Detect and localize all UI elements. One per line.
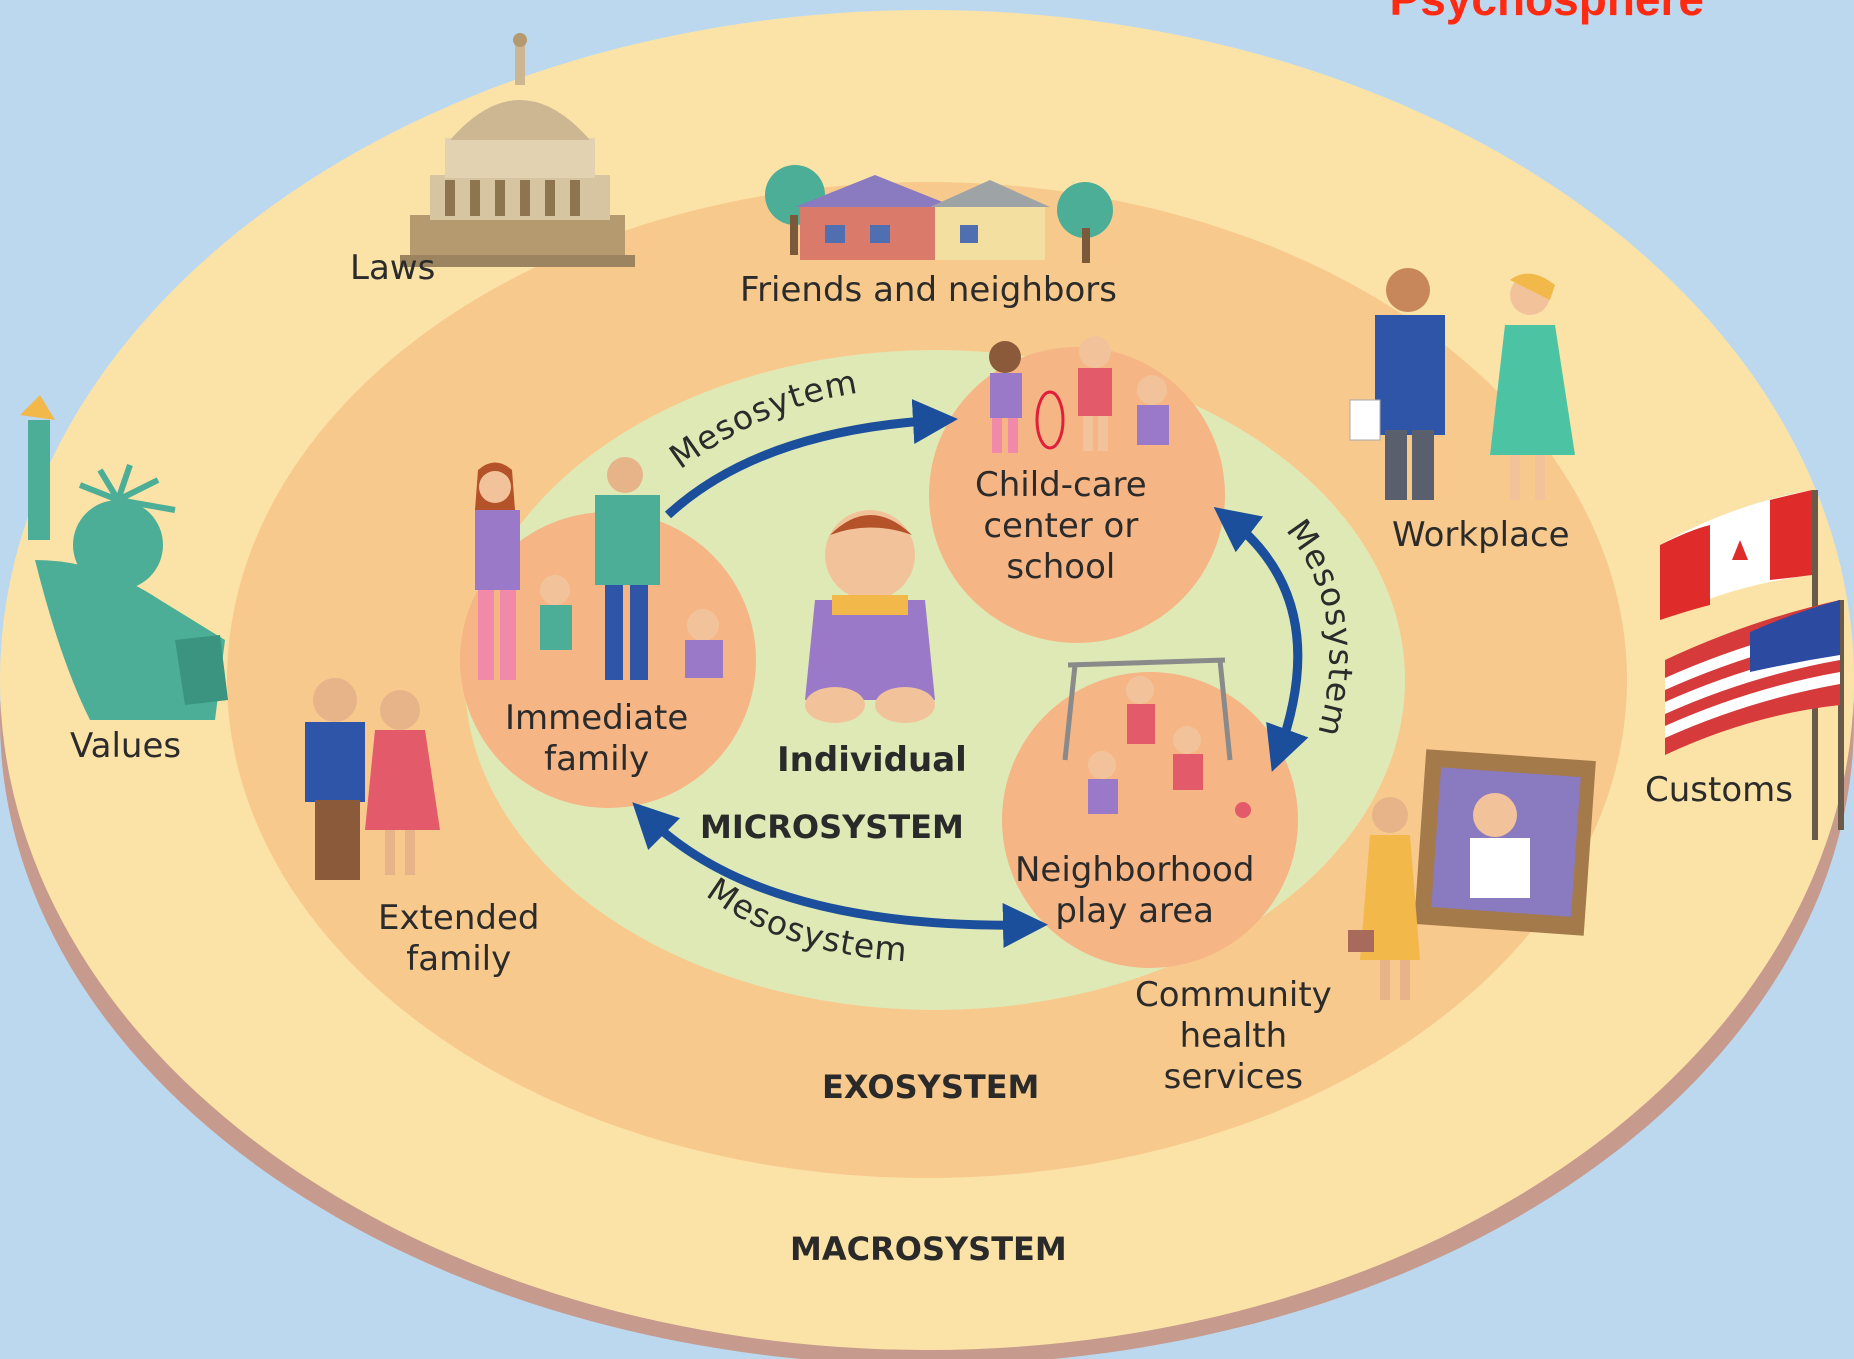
doctor-visit-icon <box>1348 749 1596 1000</box>
customs-label: Customs <box>1645 770 1793 810</box>
play-area-label: Neighborhood play area <box>1015 850 1255 931</box>
page-title: Psychosphere <box>1390 0 1704 22</box>
microsystem-label: MICROSYSTEM <box>700 808 964 846</box>
capitol-icon <box>400 33 635 267</box>
laws-label: Laws <box>350 248 436 288</box>
immediate-family-label: Immediate family <box>505 698 689 779</box>
houses-icon <box>765 165 1113 263</box>
exosystem-label: EXOSYSTEM <box>822 1068 1040 1106</box>
individual-label: Individual <box>777 740 967 780</box>
elderly-couple-icon <box>305 678 440 880</box>
baby-icon <box>805 510 935 723</box>
community-health-label: Community health services <box>1135 975 1332 1097</box>
business-people-icon <box>1349 268 1575 500</box>
flags-icon <box>1660 490 1844 840</box>
statue-of-liberty-icon <box>20 395 228 720</box>
children-icon <box>989 336 1169 453</box>
mesosystem-arrow-top <box>664 399 958 519</box>
extended-family-label: Extended family <box>378 898 540 979</box>
macrosystem-label: MACROSYSTEM <box>790 1230 1067 1268</box>
childcare-label: Child-care center or school <box>975 465 1147 587</box>
values-label: Values <box>70 726 182 766</box>
workplace-label: Workplace <box>1392 515 1570 555</box>
mesosystem-arrow-right <box>1213 507 1309 772</box>
playground-icon <box>1062 657 1251 818</box>
friends-neighbors-label: Friends and neighbors <box>740 270 1117 310</box>
family-icon <box>475 457 723 680</box>
mesosystem-arrow-bottom <box>632 802 1048 948</box>
